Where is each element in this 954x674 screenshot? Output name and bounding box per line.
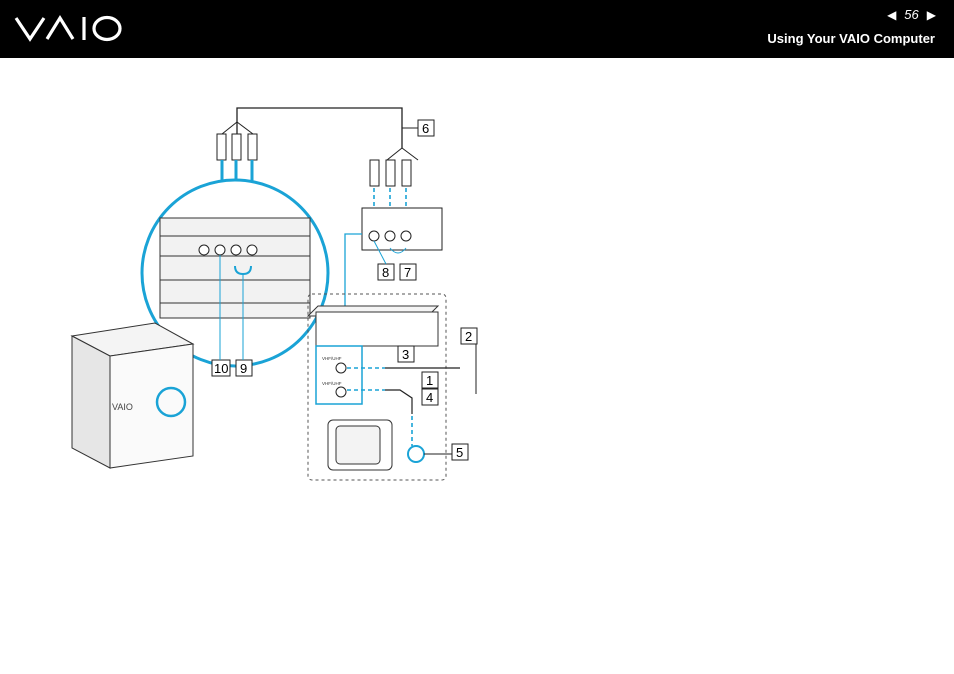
svg-text:9: 9: [240, 361, 247, 376]
svg-text:2: 2: [465, 329, 472, 344]
callout-10: 10: [211, 359, 231, 377]
callout-5: 5: [451, 443, 469, 461]
svg-text:7: 7: [404, 265, 411, 280]
callout-3: 3: [397, 345, 415, 363]
connection-diagram: VAIO VHF/UHF VHF/UHF: [60, 98, 490, 493]
vhf-in-label: VHF/UHF: [322, 356, 342, 361]
svg-text:8: 8: [382, 265, 389, 280]
vcr-tv-setup: VHF/UHF VHF/UHF: [306, 293, 477, 481]
svg-text:5: 5: [456, 445, 463, 460]
page-navigation: ◀ 56 ▶: [887, 7, 936, 22]
next-page-icon[interactable]: ▶: [926, 7, 936, 22]
page-number: 56: [904, 7, 919, 22]
callout-2: 2: [460, 327, 478, 345]
callout-8: 8: [377, 263, 395, 281]
vcr-input-jacks: [344, 159, 443, 308]
vhf-out-label: VHF/UHF: [322, 381, 342, 386]
callout-labels: 6 8 7 10 9: [211, 119, 478, 461]
callout-7: 7: [399, 263, 417, 281]
vaio-logo: [14, 12, 124, 49]
vaio-logo-mark: [14, 14, 122, 42]
svg-text:6: 6: [422, 121, 429, 136]
vaio-desktop-tower: VAIO: [70, 322, 195, 469]
page-header: ◀ 56 ▶ Using Your VAIO Computer: [0, 0, 954, 58]
section-title: Using Your VAIO Computer: [767, 31, 935, 46]
callout-9: 9: [235, 359, 253, 377]
svg-text:10: 10: [214, 361, 228, 376]
computer-back-panel-closeup: [140, 178, 330, 368]
svg-text:VAIO: VAIO: [112, 402, 133, 412]
callout-4: 4: [421, 388, 439, 406]
callout-6: 6: [417, 119, 435, 137]
svg-text:1: 1: [426, 373, 433, 388]
svg-text:4: 4: [426, 390, 433, 405]
tv-vcr-connection-figure: VAIO VHF/UHF VHF/UHF: [70, 107, 478, 481]
prev-page-icon[interactable]: ◀: [887, 7, 897, 22]
svg-text:3: 3: [402, 347, 409, 362]
callout-1: 1: [421, 371, 439, 389]
